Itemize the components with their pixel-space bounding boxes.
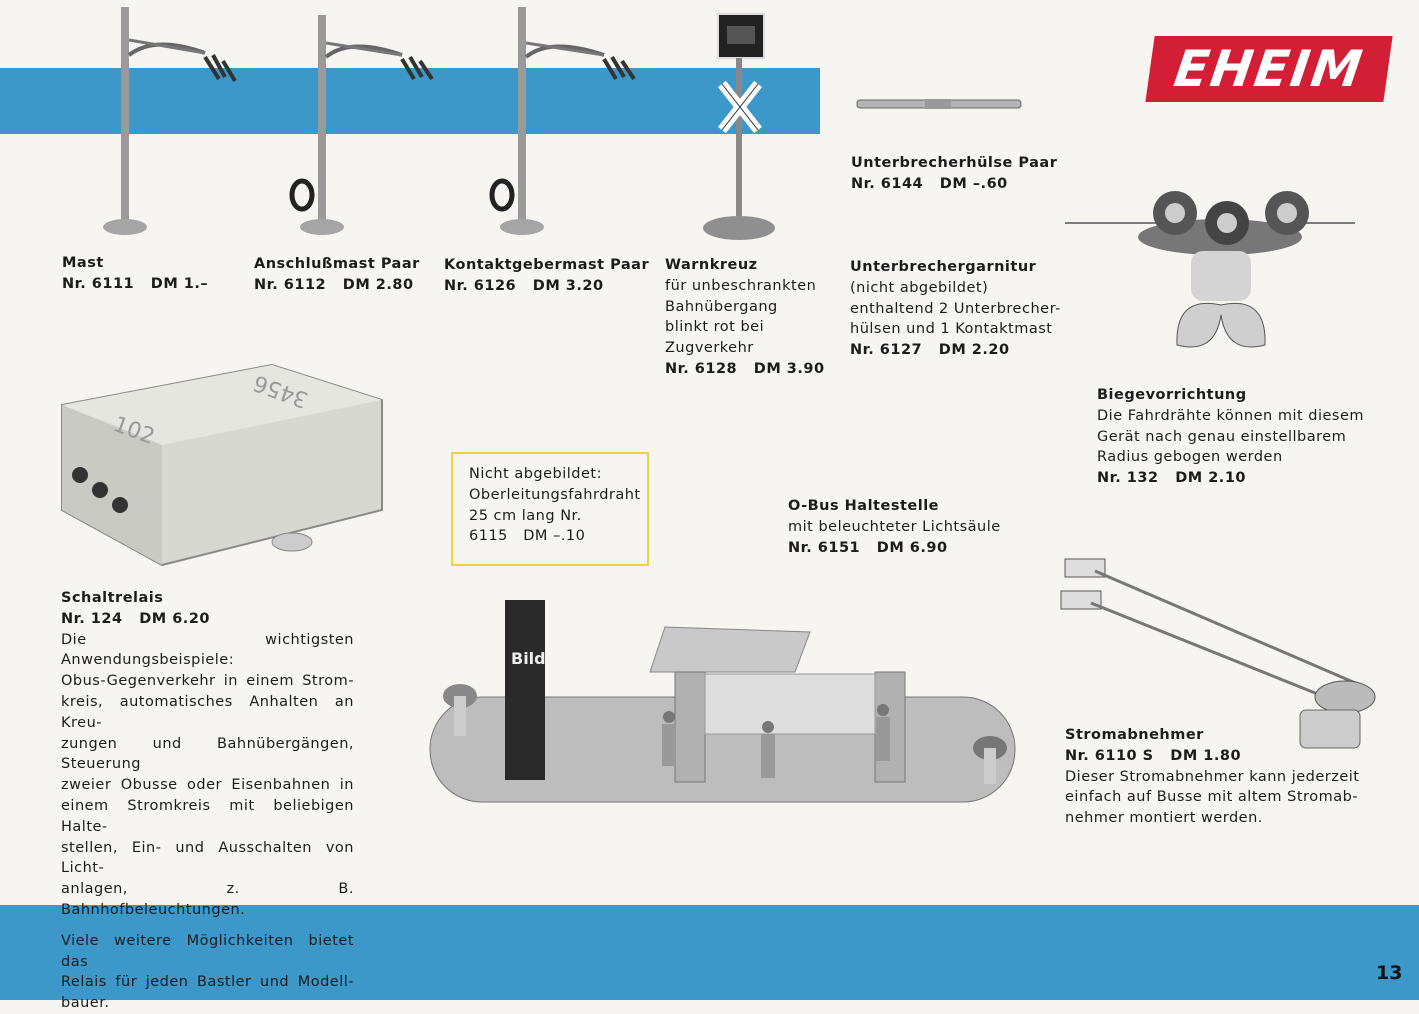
- product-warnkreuz: Warnkreuz für unbeschrankten Bahnübergan…: [665, 257, 825, 377]
- warnkreuz-image: [703, 13, 775, 240]
- biegevorrichtung-image: [1065, 191, 1355, 348]
- page-number: 13: [1376, 962, 1403, 984]
- oberleitung-notice-box: Nicht abgebildet: Oberleitungsfahrdraht …: [451, 452, 649, 566]
- stromabnehmer-image: [1060, 558, 1376, 749]
- unterbrecherhuelse-image: [856, 99, 1022, 109]
- product-unterbrecherhuelse: Unterbrecherhülse Paar Nr. 6144 DM –.60: [851, 155, 1058, 192]
- mast-image: [103, 7, 237, 235]
- kiosk-sign: Bild: [511, 649, 546, 668]
- product-stromabnehmer: Stromabnehmer Nr. 6110 S DM 1.80 Dieser …: [1065, 727, 1360, 827]
- product-anschlussmast: Anschlußmast Paar Nr. 6112 DM 2.80: [254, 256, 420, 293]
- product-kontaktgebermast: Kontaktgebermast Paar Nr. 6126 DM 3.20: [444, 257, 650, 294]
- haltestelle-image: Bild: [429, 600, 1016, 803]
- blue-band-top: [0, 68, 820, 134]
- product-unterbrechergarnitur: Unterbrechergarnitur (nicht abgebildet) …: [850, 259, 1061, 359]
- product-biegevorrichtung: Biegevorrichtung Die Fahrdrähte können m…: [1097, 387, 1365, 487]
- product-mast: Mast Nr. 6111 DM 1.–: [62, 255, 209, 292]
- kontaktgebermast-image: [489, 7, 636, 235]
- eheim-logo: EHEIM: [1145, 36, 1393, 102]
- anschlussmast-image: [289, 15, 434, 235]
- product-schaltrelais: Schaltrelais Nr. 124 DM 6.20 Die wichtig…: [61, 590, 354, 1012]
- schaltrelais-image: 102 3456: [61, 363, 383, 567]
- blue-band-bottom: [0, 905, 1419, 1000]
- product-haltestelle: O-Bus Haltestelle mit beleuchteter Licht…: [788, 498, 1001, 556]
